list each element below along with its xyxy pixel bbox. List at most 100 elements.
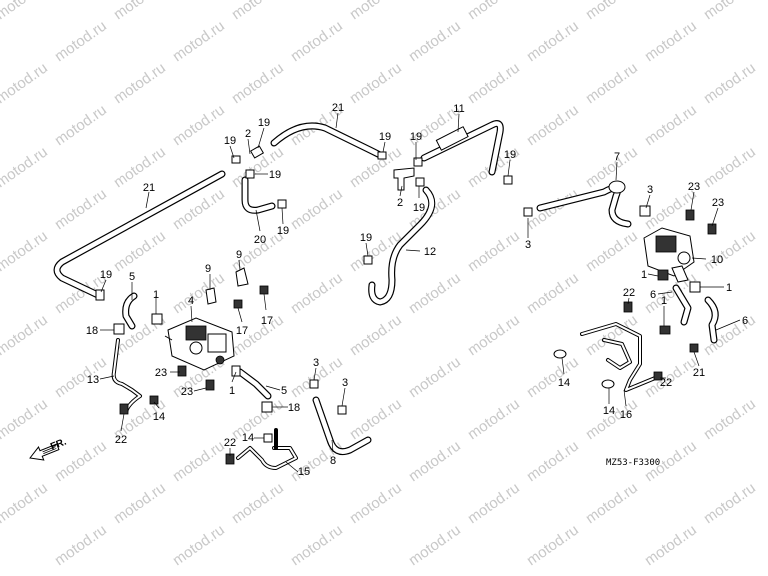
callout-c11: 19 [413, 202, 425, 214]
watermark-text: motod.ru [0, 227, 51, 275]
callout-c3: 11 [453, 103, 464, 115]
watermark-text: motod.ru [111, 59, 169, 107]
callout-c43: 18 [86, 325, 98, 337]
callout-c28: 6 [742, 315, 748, 327]
callout-c5: 19 [258, 117, 270, 129]
watermark-text: motod.ru [0, 0, 51, 23]
watermark-text: motod.ru [406, 269, 464, 317]
hose-7 [536, 180, 632, 228]
callout-c2: 21 [143, 182, 155, 194]
watermark-text: motod.ru [583, 479, 641, 527]
watermark-text: motod.ru [52, 17, 110, 65]
bracket-9 [205, 267, 249, 305]
callout-c15: 19 [360, 232, 372, 244]
callout-c33: 16 [620, 409, 632, 421]
watermark-text: motod.ru [583, 227, 641, 275]
watermark-text: motod.ru [701, 311, 759, 359]
callout-c42: 17 [261, 315, 273, 327]
watermark-text: motod.ru [701, 479, 759, 527]
fittings [95, 145, 717, 465]
hose-5-lower [236, 368, 272, 400]
callout-c9: 2 [397, 197, 403, 209]
watermark-text: motod.ru [465, 59, 523, 107]
watermark-text: motod.ru [229, 59, 287, 107]
callout-c27: 6 [650, 289, 656, 301]
callout-c13: 20 [254, 234, 266, 246]
callout-c51: 18 [288, 402, 300, 414]
watermark-text: motod.ru [465, 227, 523, 275]
callout-c24: 1 [641, 269, 647, 281]
watermark-text: motod.ru [347, 0, 405, 23]
callout-c1: 21 [332, 102, 344, 114]
callout-c7: 19 [410, 131, 422, 143]
watermark-text: motod.ru [583, 59, 641, 107]
callout-c31: 14 [558, 377, 570, 389]
watermark-text: motod.ru [111, 479, 169, 527]
callout-c30: 22 [660, 377, 672, 389]
callout-c4: 19 [224, 135, 236, 147]
callout-c37: 1 [153, 289, 159, 301]
watermark-text: motod.ru [347, 479, 405, 527]
watermark-text: motod.ru [583, 311, 641, 359]
callout-c38: 4 [188, 295, 194, 307]
watermark-text: motod.ru [583, 0, 641, 23]
callout-c53: 3 [342, 377, 348, 389]
callout-c19: 3 [647, 184, 653, 196]
callout-c57: 15 [298, 466, 310, 478]
watermark-text: motod.ru [288, 269, 346, 317]
callout-c18: 7 [614, 151, 620, 163]
hose-5-left [122, 292, 138, 330]
watermark-text: motod.ru [701, 227, 759, 275]
watermark-text: motod.ru [170, 269, 228, 317]
watermark-text: motod.ru [170, 185, 228, 233]
callout-c26: 22 [623, 287, 635, 299]
watermark-text: motod.ru [288, 437, 346, 485]
watermark-text: motod.ru [701, 59, 759, 107]
callout-c49: 1 [229, 385, 235, 397]
watermark-text: motod.ru [347, 311, 405, 359]
hose-8 [312, 396, 372, 456]
watermark-text: motod.ru [465, 395, 523, 443]
valve-10 [643, 227, 695, 283]
watermark-text: motod.ru [52, 185, 110, 233]
hose-20 [241, 176, 276, 214]
front-arrow [29, 443, 60, 461]
front-label: FR. [49, 436, 68, 452]
watermark-text: motod.ru [347, 395, 405, 443]
callout-c10: 19 [269, 169, 281, 181]
callout-c8: 2 [245, 128, 251, 140]
watermark-text: motod.ru [524, 353, 582, 401]
callout-c44: 13 [87, 374, 99, 386]
callout-c20: 23 [688, 181, 700, 193]
callout-c56: 14 [242, 432, 254, 444]
watermark-text: motod.ru [465, 0, 523, 23]
watermark-text: motod.ru [229, 0, 287, 23]
watermark-text: motod.ru [288, 185, 346, 233]
watermark-text: motod.ru [0, 311, 51, 359]
callout-c22: 3 [525, 239, 531, 251]
callout-c16: 19 [100, 269, 112, 281]
watermark-text: motod.ru [701, 143, 759, 191]
watermark-text: motod.ru [524, 17, 582, 65]
callout-c34: 21 [693, 367, 705, 379]
watermark-text: motod.ru [524, 101, 582, 149]
callout-c47: 14 [153, 411, 165, 423]
watermark-text: motod.ru [0, 479, 51, 527]
callouts: 21 21 11 19 19 19 19 2 2 19 19 19 20 19 … [86, 102, 748, 478]
watermark-text: motod.ru [465, 479, 523, 527]
watermark-text: motod.ru [0, 143, 51, 191]
callout-c25: 1 [726, 282, 732, 294]
leader-lines [99, 112, 741, 473]
callout-c48: 22 [115, 434, 127, 446]
callout-c54: 8 [330, 455, 336, 467]
watermark-text: motod.ru [111, 143, 169, 191]
watermark-text: motod.ru [0, 59, 51, 107]
watermark-text: motod.ru [52, 101, 110, 149]
watermark-text: motod.ru [524, 521, 582, 569]
callout-c45: 23 [155, 367, 167, 379]
watermark-text: motod.ru [288, 521, 346, 569]
watermark-text: motod.ru [0, 395, 51, 443]
diagram-code: MZ53-F3300 [606, 458, 660, 468]
